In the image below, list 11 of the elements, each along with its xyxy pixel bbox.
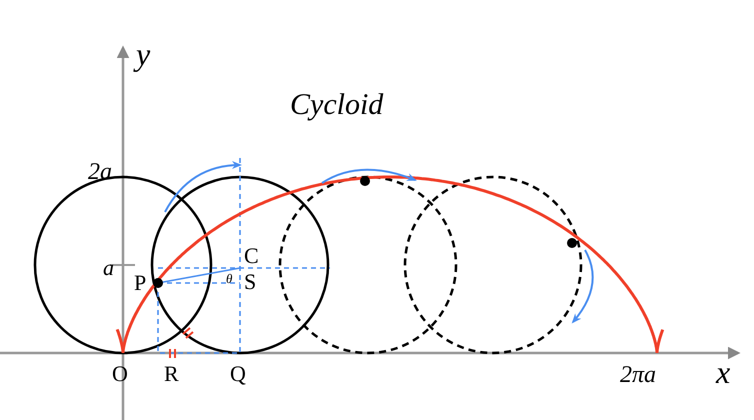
point-label: S <box>244 271 256 293</box>
point-label: O <box>112 363 128 385</box>
axis-label: 2πa <box>620 363 656 387</box>
point-label: R <box>164 363 179 385</box>
point-label: C <box>244 245 259 267</box>
point-label: Q <box>230 363 246 385</box>
axis-label: x <box>716 356 730 388</box>
axis-label: a <box>103 257 114 279</box>
diagram-title: Cycloid <box>290 90 384 120</box>
angle-label: θ <box>226 272 232 285</box>
point-label: P <box>134 272 146 294</box>
